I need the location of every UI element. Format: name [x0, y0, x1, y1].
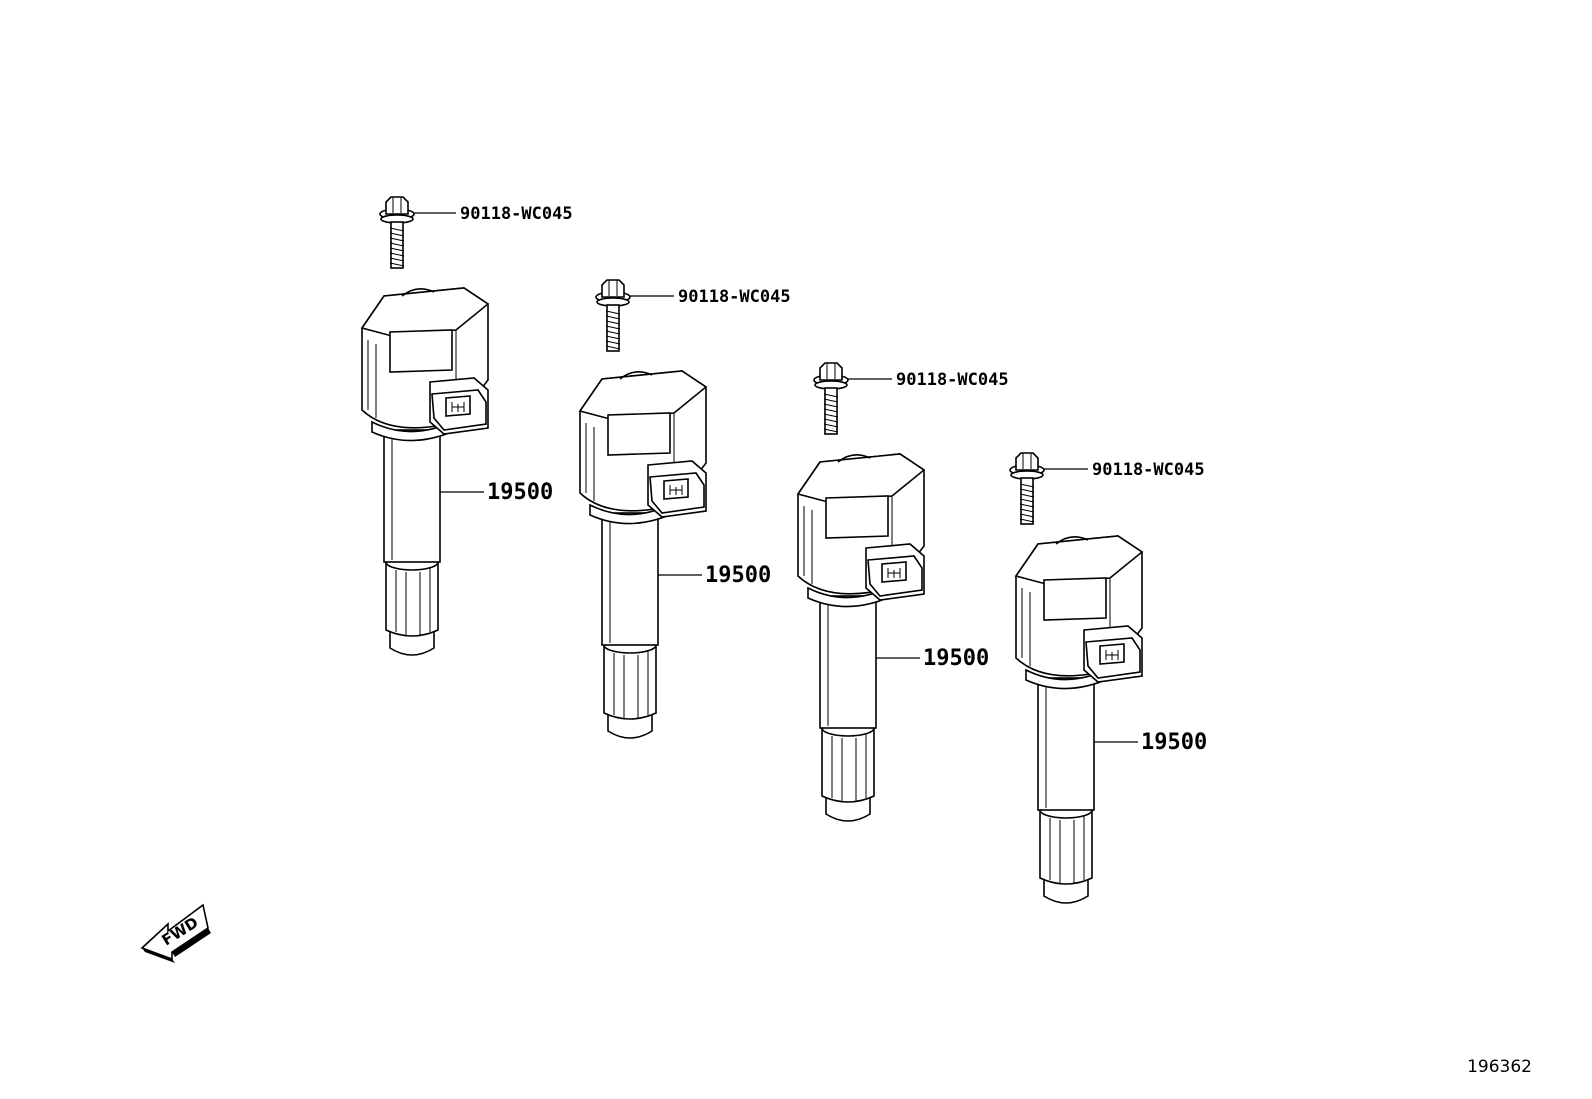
ignition-coil-1 [361, 287, 489, 656]
coil-1-part-number: 19500 [487, 480, 553, 505]
coil-2-part-number: 19500 [705, 563, 771, 588]
bolt-1 [379, 196, 415, 269]
fwd-arrow-icon: FWD [140, 903, 211, 963]
coil-assembly-2: 90118-WC045 19500 [579, 279, 791, 739]
ignition-coil-4 [1015, 535, 1143, 904]
bolt-4-part-number: 90118-WC045 [1092, 460, 1205, 480]
bolt-4 [1009, 452, 1045, 525]
coil-assembly-1: 90118-WC045 19500 [361, 196, 573, 656]
bolt-3 [813, 362, 849, 435]
coil-assembly-4: 90118-WC045 19500 [1009, 452, 1207, 904]
bolt-3-part-number: 90118-WC045 [896, 370, 1009, 390]
coil-3-part-number: 19500 [923, 646, 989, 671]
bolt-2-part-number: 90118-WC045 [678, 287, 791, 307]
ignition-coil-2 [579, 370, 707, 739]
bolt-2 [595, 279, 631, 352]
bolt-1-part-number: 90118-WC045 [460, 204, 573, 224]
figure-number: 196362 [1467, 1057, 1532, 1077]
coil-4-part-number: 19500 [1141, 730, 1207, 755]
ignition-coil-3 [797, 453, 925, 822]
coil-assembly-3: 90118-WC045 19500 [797, 362, 1009, 822]
